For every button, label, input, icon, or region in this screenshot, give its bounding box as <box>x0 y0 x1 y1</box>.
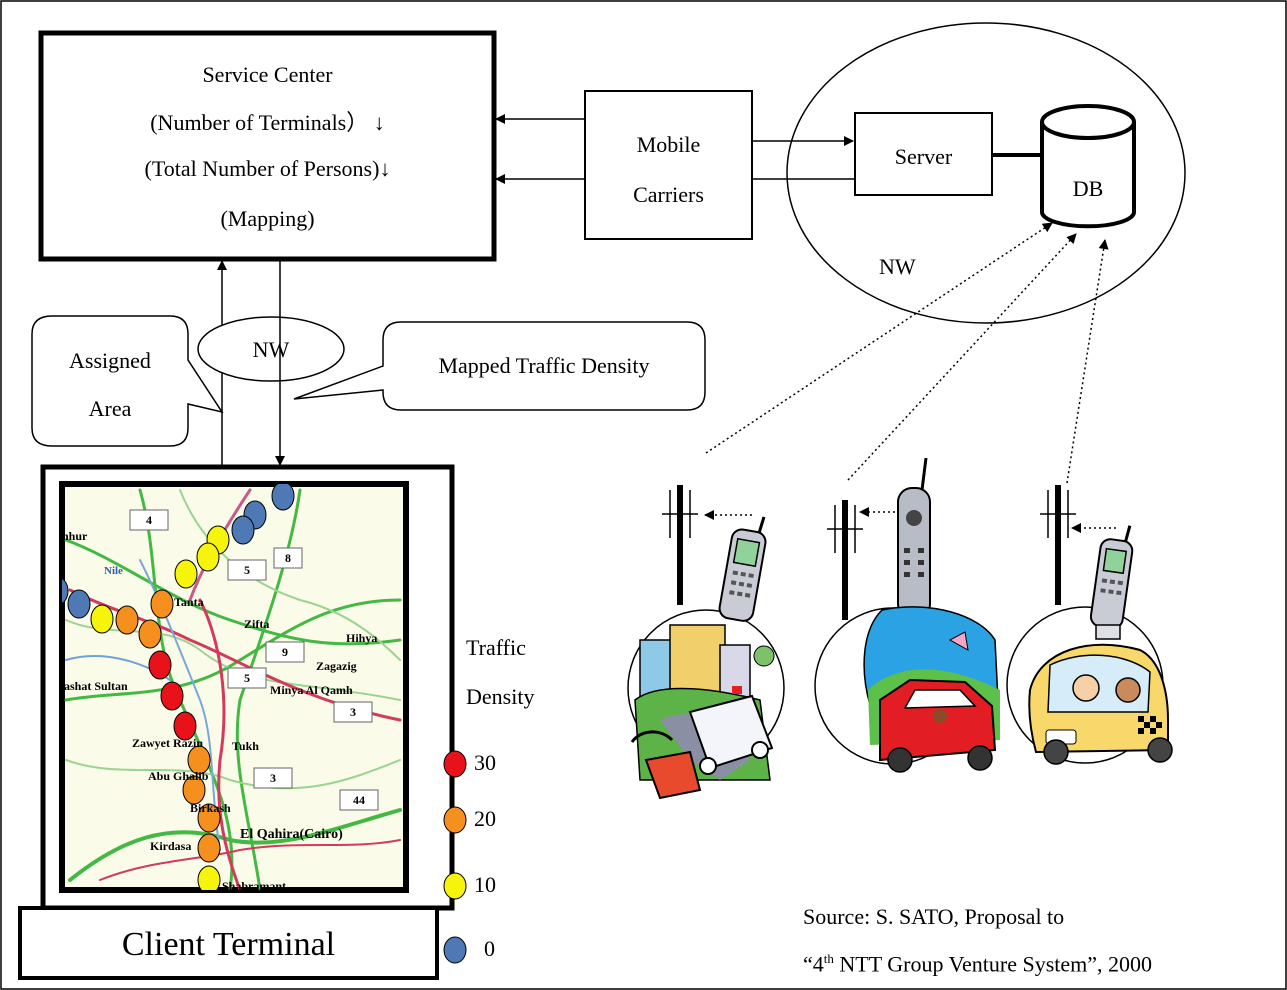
traffic-density-dot <box>148 650 172 680</box>
traffic-density-dot <box>187 745 211 775</box>
traffic-density-dot <box>197 833 221 863</box>
source-quote-open: “4 <box>803 951 824 977</box>
service-center-mapping: (Mapping) <box>220 206 315 231</box>
legend-value: 0 <box>484 936 495 961</box>
server-box <box>854 112 993 196</box>
traffic-density-dot <box>90 604 114 634</box>
legend-title-line2: Density <box>466 684 535 709</box>
legend-swatch <box>443 872 467 900</box>
server-label: Server <box>894 144 953 169</box>
traffic-density-dot <box>150 589 174 619</box>
antenna-icon <box>662 485 698 605</box>
client-terminal-label: Client Terminal <box>121 926 336 963</box>
client-terminal-base <box>18 906 439 980</box>
legend-value: 20 <box>474 806 496 831</box>
db-label: DB <box>1072 176 1104 201</box>
callout-mapped-label: Mapped Traffic Density <box>438 353 650 378</box>
traffic-density-dot <box>271 484 295 511</box>
legend-value: 10 <box>474 872 496 897</box>
traffic-density-dot <box>173 711 197 741</box>
mobile-carriers-label-line2: Carriers <box>633 182 704 207</box>
red-car-clipart <box>863 606 1000 773</box>
mobile-carriers-box <box>584 90 753 240</box>
network-cloud-label: NW <box>879 254 916 279</box>
nw-ellipse <box>197 316 345 382</box>
callout-assigned-line1: Assigned <box>69 348 151 373</box>
database-cylinder <box>1040 104 1136 229</box>
source-line2: “4th NTT Group Venture System”, 2000 <box>803 952 1152 975</box>
source-superscript: th <box>823 951 834 966</box>
callout-assigned-line2: Area <box>88 396 132 421</box>
wireless-links <box>705 222 1109 484</box>
mobile-phone-icon <box>897 457 931 619</box>
legend-swatches <box>443 750 467 964</box>
phone-to-antenna-links <box>704 507 1116 533</box>
legend-swatch <box>443 806 467 834</box>
source-line2-rest: NTT Group Venture System”, 2000 <box>833 951 1153 977</box>
traffic-density-dot <box>62 577 69 605</box>
traffic-density-dot <box>196 542 220 572</box>
traffic-density-dot <box>197 865 221 890</box>
legend-title-line1: Traffic <box>466 635 526 660</box>
taxi-clipart <box>1028 624 1173 765</box>
antenna-icon <box>1040 485 1076 605</box>
traffic-density-dot <box>231 515 255 545</box>
antenna-icon <box>827 500 863 620</box>
network-cloud <box>786 22 1186 324</box>
source-line1: Source: S. SATO, Proposal to <box>803 904 1065 929</box>
legend-value: 30 <box>474 750 496 775</box>
mobile-carriers-label-line1: Mobile <box>636 132 701 157</box>
traffic-density-dot <box>138 619 162 649</box>
service-center-box <box>38 30 497 262</box>
nw-label: NW <box>252 337 290 362</box>
service-center-persons: (Total Number of Persons)↓ <box>144 156 391 181</box>
traffic-density-dot <box>115 605 139 635</box>
callout-assigned-area <box>31 315 224 447</box>
traffic-density-dot <box>197 803 221 833</box>
traffic-density-dot <box>174 559 198 589</box>
mobile-phone-icon <box>718 516 767 622</box>
legend-swatch <box>443 936 467 964</box>
service-center-terminals: (Number of Terminals） ↓ <box>150 110 385 135</box>
traffic-density-dot <box>67 589 91 619</box>
service-center-title: Service Center <box>202 62 333 87</box>
legend-swatch <box>443 750 467 778</box>
traffic-map-content <box>62 484 402 890</box>
traffic-density-dot <box>160 681 184 711</box>
traffic-density-dot <box>182 775 206 805</box>
city-ambulance-clipart <box>630 624 775 800</box>
callout-mapped-density <box>293 321 706 411</box>
mobile-phone-icon <box>1089 525 1134 630</box>
